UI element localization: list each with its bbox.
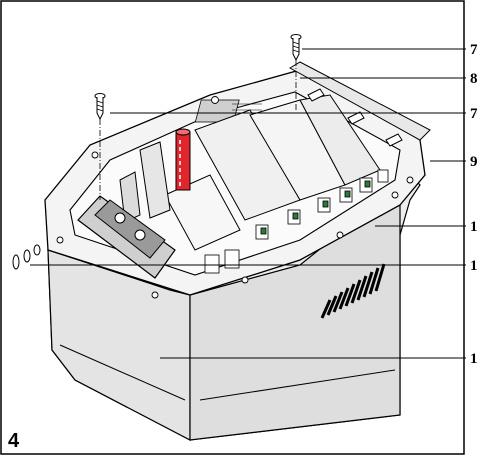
housing-seam-line [59,344,186,401]
bracket [139,141,171,219]
connector-panel [77,195,176,279]
housing-seam-line-side [199,369,396,401]
side-panel-edge [288,61,431,141]
callout-upper-housing: 1 [470,219,478,235]
bracket-small [119,171,141,223]
rim-holes [56,96,414,299]
screw-top-right [290,34,302,110]
leader-lines [30,48,466,359]
terminal-blocks [204,169,389,274]
circuit-board-1 [164,174,241,251]
cover-grid [194,99,262,123]
lower-housing-side-face [189,183,401,441]
callout-screw-top-right: 7 [470,42,478,58]
side-screw-set [12,244,41,270]
callout-screw-inner: 7 [470,106,478,122]
callout-side-panel-edge: 9 [470,154,478,170]
callout-lid-gasket: 8 [470,71,478,87]
ventilation-grille [320,263,386,319]
red-capacitor [175,128,191,191]
rim-clips [307,88,403,147]
callout-side-screw-set: 1 [470,258,478,274]
screw-left [94,93,106,200]
figure-number: 4 [8,430,20,452]
callout-lower-housing: 1 [470,351,478,367]
